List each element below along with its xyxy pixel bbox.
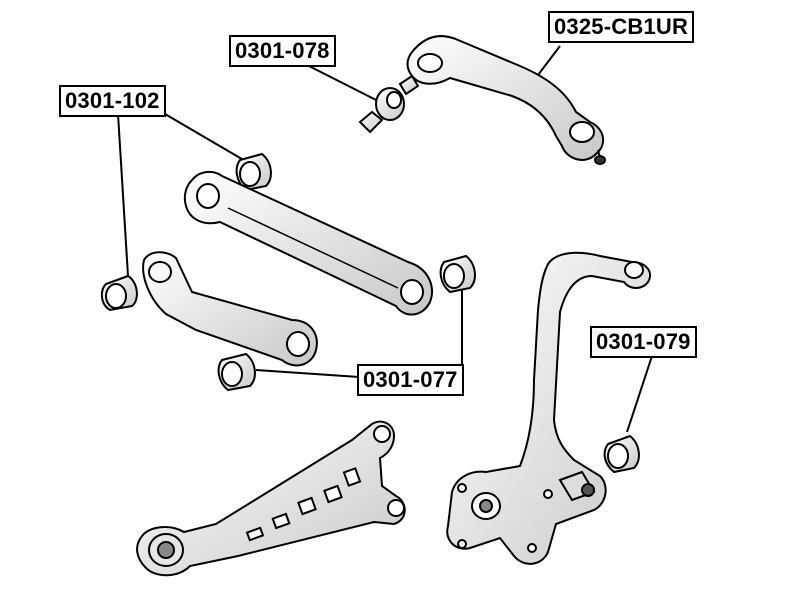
upper-lateral-link	[183, 170, 433, 316]
bushing-0301-078	[358, 74, 420, 134]
bushing-0301-102-a	[100, 274, 138, 312]
bushing-0301-079	[603, 434, 640, 474]
part-label-0301-077: 0301-077	[357, 364, 464, 396]
bushing-0301-077-b	[217, 352, 256, 392]
part-label-0301-079: 0301-079	[590, 326, 697, 358]
knuckle-assembly	[446, 251, 651, 565]
part-label-0301-102: 0301-102	[59, 85, 166, 117]
leader-0301-102-a	[117, 113, 129, 277]
leader-0301-102-b	[164, 113, 248, 163]
leader-0325-cb1ur	[537, 45, 561, 76]
upper-control-arm	[406, 35, 606, 165]
lower-lateral-link	[142, 251, 318, 367]
leader-0301-079	[626, 355, 653, 433]
bushing-0301-077-a	[439, 254, 476, 294]
part-label-0325-cb1ur: 0325-CB1UR	[548, 11, 695, 43]
lower-control-arm	[136, 420, 406, 577]
part-label-0301-078: 0301-078	[229, 35, 336, 67]
leader-0301-077-a	[255, 369, 360, 378]
bushing-0301-102-b	[235, 152, 272, 192]
leader-0301-078	[304, 63, 383, 104]
leader-lines	[117, 45, 653, 433]
